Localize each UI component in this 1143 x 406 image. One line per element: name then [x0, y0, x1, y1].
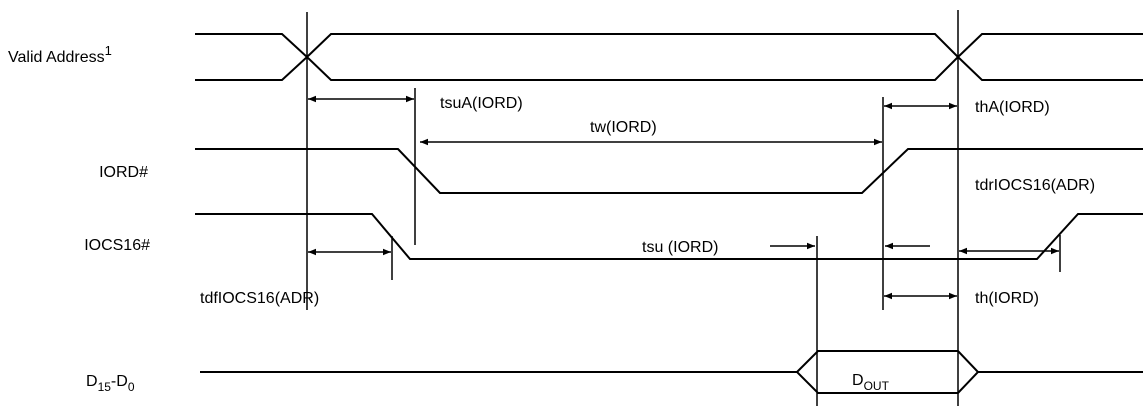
signal-label-iord: IORD# [99, 164, 148, 181]
timing-label-thA: thA(IORD) [975, 99, 1050, 116]
timing-label-tdf: tdfIOCS16(ADR) [200, 290, 319, 307]
waveform-data-bus [200, 350, 1143, 394]
signal-label-valid-address: Valid Address1 [8, 43, 112, 66]
timing-label-tw: tw(IORD) [590, 119, 657, 136]
data-out-label: DOUT [852, 372, 890, 393]
signal-label-iocs16: IOCS16# [84, 237, 150, 254]
waveform-iord [195, 148, 1143, 194]
timing-label-tdr: tdrIOCS16(ADR) [975, 177, 1095, 194]
signal-label-data-bus: D15-D0 [86, 373, 135, 394]
timing-label-tsu: tsu (IORD) [642, 239, 718, 256]
timing-label-th: th(IORD) [975, 290, 1039, 307]
waveform-valid-address [195, 33, 1143, 81]
timing-label-tsuA: tsuA(IORD) [440, 95, 523, 112]
waveform-iocs16 [195, 213, 1143, 260]
